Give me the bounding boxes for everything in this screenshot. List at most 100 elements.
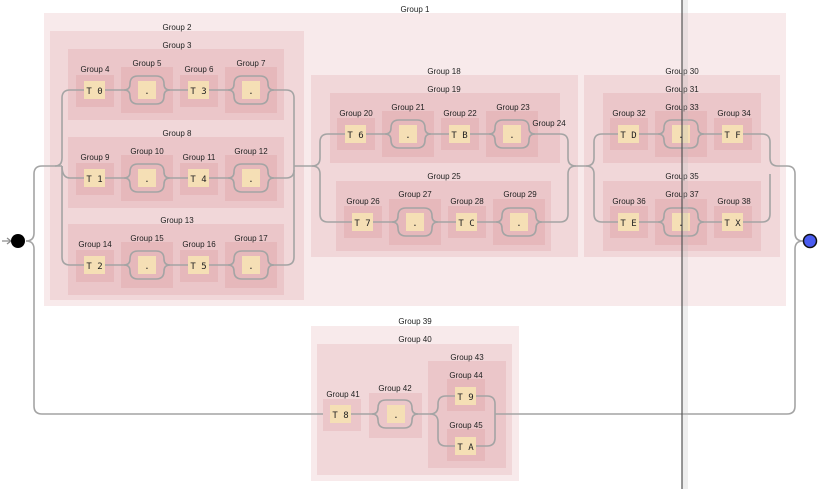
task-label: . [248,262,253,272]
connector [639,119,722,135]
task-box[interactable] [503,125,521,143]
task-box[interactable] [84,256,105,274]
group-label: Group 12 [234,147,268,156]
task-box[interactable] [242,81,260,99]
connector [585,165,618,223]
group-label: Group 43 [450,353,484,362]
task-box[interactable] [242,256,260,274]
group-label: Group 20 [339,109,373,118]
task-box[interactable] [455,437,476,455]
task-box[interactable] [722,213,743,231]
task-label: . [678,219,683,229]
task-box[interactable] [672,125,690,143]
task-label: T F [724,131,740,141]
task-box[interactable] [618,125,639,143]
task-box[interactable] [84,169,105,187]
task-label: T D [620,131,636,141]
task-label: . [516,219,521,229]
group-19-box [330,93,560,163]
task-box[interactable] [722,125,743,143]
group-label: Group 18 [427,67,461,76]
task-box[interactable] [399,125,417,143]
group-label: Group 39 [398,317,432,326]
task-label: T X [724,219,741,229]
group-label: Group 15 [130,234,164,243]
task-label: T C [458,219,474,229]
group-label: Group 2 [163,23,192,32]
end-node[interactable] [802,233,818,249]
connector [743,174,771,223]
connector [209,166,295,266]
task-box[interactable] [84,81,105,99]
connector [495,221,543,237]
task-label: T 4 [190,175,206,185]
group-label: Group 23 [496,103,530,112]
start-node[interactable] [11,234,25,248]
task-label: . [144,87,149,97]
group-label: Group 44 [449,371,483,380]
task-label: T E [620,219,636,229]
group-label: Group 38 [717,197,751,206]
connector [743,133,804,242]
connector [105,75,188,91]
task-box[interactable] [138,256,156,274]
task-box[interactable] [138,81,156,99]
group-label: Group 45 [449,421,483,430]
task-label: T 2 [86,262,102,272]
group-label: Group 17 [234,234,268,243]
task-label: . [412,219,417,229]
task-label: T 3 [190,87,206,97]
task-box[interactable] [138,169,156,187]
task-label: . [405,131,410,141]
group-label: Group 36 [612,197,646,206]
group-label: Group 21 [391,103,425,112]
connector [657,221,705,237]
task-box[interactable] [330,405,351,423]
group-label: Group 40 [398,335,432,344]
task-box[interactable] [387,405,405,423]
connector [639,207,722,223]
connector [344,399,430,415]
task-box[interactable] [352,213,373,231]
task-box[interactable] [455,387,476,405]
group-label: Group 27 [398,190,432,199]
group-39-box [311,326,519,481]
group-label: Group 42 [378,384,412,393]
task-label: . [144,175,149,185]
task-box[interactable] [188,81,209,99]
connector [25,240,323,415]
connector [25,165,62,242]
task-label: . [248,175,253,185]
task-box[interactable] [456,213,477,231]
group-label: Group 34 [717,109,751,118]
task-box[interactable] [345,125,366,143]
connector [105,250,188,266]
task-box[interactable] [188,256,209,274]
task-box[interactable] [242,169,260,187]
task-box[interactable] [406,213,424,231]
connector [227,177,275,193]
task-box[interactable] [618,213,639,231]
group-label: Group 41 [326,390,360,399]
task-box[interactable] [188,169,209,187]
connector [311,165,352,223]
task-label: T 0 [86,87,102,97]
task-box[interactable] [449,125,470,143]
group-label: Group 13 [160,216,194,225]
connector [366,119,449,135]
task-label: T 5 [190,262,206,272]
task-label: . [393,411,398,421]
connector [227,89,275,105]
connector [495,240,804,415]
group-label: Group 6 [185,65,214,74]
group-label: Group 28 [450,197,484,206]
task-box[interactable] [510,213,528,231]
group-label: Group 4 [81,65,110,74]
connector [488,133,536,149]
connector [470,119,577,167]
task-box[interactable] [672,213,690,231]
group-label: Group 5 [133,59,162,68]
task-label: T 6 [347,131,363,141]
group-label: Group 19 [427,85,461,94]
